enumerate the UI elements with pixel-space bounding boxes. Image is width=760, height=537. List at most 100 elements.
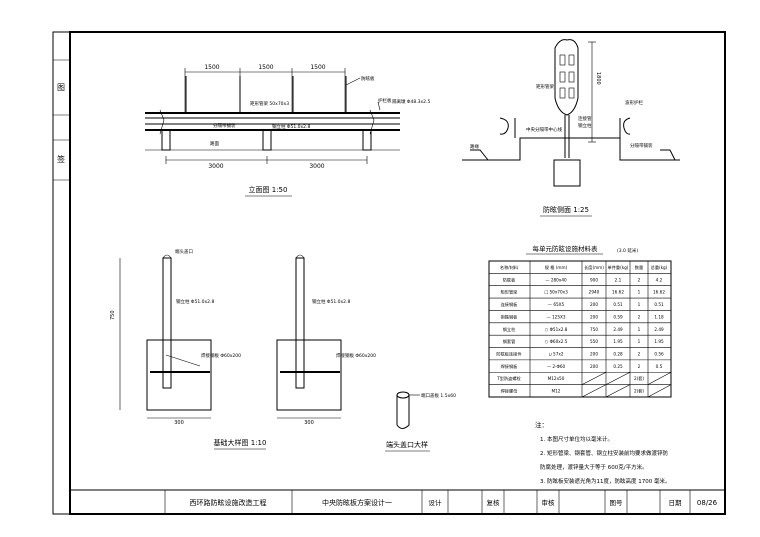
table-cell: M12x50 [548,376,565,381]
table-cell: — 125X3 [546,314,565,319]
table-cell: ⊔ 57x2 [548,352,563,357]
foundation-dim-vertical: 750 [110,310,116,320]
table-cell: 1 [638,302,641,307]
table-cell: 550 [590,339,598,344]
foundation-dim-bottom-left: 300 [174,420,184,426]
materials-table: 每单元防眩设施材料表 (3.0 延米) [488,244,672,398]
table-cell-diagonal [647,384,672,398]
table-cell: — 65X5 [548,302,565,307]
table-cell: 200 [590,352,598,357]
sidebar-label-top: 图 [57,83,65,92]
elev-callout-base: 分隔带铺装 [213,122,236,129]
note-3: 防腐处理，渡锌量大于等于 600克/平方米。 [540,463,648,471]
elev-dim-top-2: 1500 [258,64,273,71]
table-cell-diagonal [605,384,631,398]
table-cell: 1.18 [654,314,664,319]
table-cell: 16.62 [612,290,624,295]
foundation-callout-post-spec-2: 钢立柱 Φ51.0x2.8 [312,298,350,305]
table-cell: 200 [590,302,598,307]
table-cell: 钢立柱 [503,326,516,333]
elev-dim-top-1: 1500 [204,64,219,71]
table-cell: 防眩板连接件 [496,351,521,358]
section-callout-connector: 连接管 [578,115,592,122]
table-cell: 2.1 [615,277,622,282]
foundation-title: 基础大样图 1:10 [214,438,267,447]
section-callout-guard: 波形护栏 [625,99,643,106]
date-label: 日期 [669,499,683,507]
table-cell: 750 [590,327,598,332]
table-cell: 2 [638,352,641,357]
table-header-cell: 单件重(kg) [608,264,629,271]
table-cell: 1.95 [613,339,623,344]
table-cell: 1 [638,339,641,344]
table-cell: 2 [638,277,641,282]
section-callout-left-edge: 路缘 [470,143,479,150]
elev-dim-top-3: 1500 [310,64,325,71]
section-callout-paving: 分隔带铺装 [630,142,653,149]
foundation-callout-weld-2: 焊接钢板 Φ60x200 [336,352,376,359]
table-cell: ○ Φ60x2.5 [545,339,568,344]
table-cell: 连接钢板 [501,301,519,308]
elev-callout-rect-tube: 矩形管梁 50x70x3 [250,100,289,107]
table-cell: 200 [590,364,598,369]
table-cell: 4.2 [656,277,663,282]
foundation-callout-cap: 端头盖口 [175,248,193,255]
sheet-number: 08/26 [697,499,718,507]
design-label: 设计 [429,498,443,507]
elev-dim-bottom-2: 3000 [309,163,324,170]
table-cell: 2940 [589,290,600,295]
section-dim-vertical: 1800 [595,72,601,85]
table-cell: — 280x40 [545,277,567,282]
table-cell: 钢套管 [503,338,516,345]
note-4: 3. 防眩板安装遮光角为11度，防眩高度 1700 毫米。 [540,477,671,485]
title-block: 西环路防眩设施改造工程 中央防眩板方案设计一 设计 复核 审核 图号 日期 08… [70,489,725,514]
table-cell: □ 50x70x3 [544,290,568,295]
table-cell: 2(套) [634,388,644,395]
table-cell: 2 [638,314,641,319]
check-label: 复核 [487,498,501,507]
table-cell: 1 [638,327,641,332]
elevation-view: 1500 1500 1500 3000 3000 防眩板 矩形管梁 50x70x… [145,64,430,197]
notes-heading: 注： [535,420,548,429]
table-cell: 0.25 [613,364,623,369]
section-callout-rect-tube: 矩形管梁 [536,83,554,90]
table-cell: 矩形管梁 [501,289,519,296]
elev-callout-post: 钢立柱 Φ51.0x2.8 [272,123,310,130]
table-cell: 0.56 [654,352,664,357]
foundation-dim-bottom-right: 300 [304,420,314,426]
table-header-cell: 长度(mm) [584,264,604,271]
table-cell-diagonal [647,371,672,385]
materials-table-unit: (3.0 延米) [617,247,638,254]
section-view: 1800 矩形管梁 中央分隔带中心线 连接管 钢立柱 波形护栏 分隔带铺装 路缘… [462,39,680,217]
table-cell: 200 [590,314,598,319]
table-cell: 0.51 [613,302,623,307]
elev-callout-panel: 防眩板 [361,75,375,82]
sidebar-label-bottom: 签 [57,154,65,164]
section-callout-mid-post: 中央分隔带中心线 [526,126,562,133]
note-2: 2. 矩形管梁、钢套管、钢立柱安装前均要求做渡锌防 [540,449,668,457]
inner-frame [69,31,726,515]
table-cell: 0.5 [656,364,663,369]
table-cell: 2.49 [613,327,623,332]
table-cell: 0.51 [654,302,664,307]
elev-callout-ground: 路面 [210,140,219,147]
project-name: 西环路防眩设施改造工程 [190,498,267,507]
table-cell: 2 [638,364,641,369]
table-cell: 16.62 [653,290,665,295]
table-cell: — 2-Φ60 [547,364,566,369]
table-cell-diagonal [581,384,607,398]
elev-callout-rail-spec: 隔离墩 Φ48.3x2.5 [392,98,430,105]
note-1: 1. 本图尺寸单位均以毫米计。 [540,435,613,443]
table-cell: 900 [590,277,598,282]
table-cell: 抱箍钢板 [501,313,519,320]
table-cell: T型防盗螺栓 [496,375,521,382]
review-label: 审核 [542,498,556,507]
table-cell: 2(套) [634,375,644,382]
table-header-cell: 名称/材料 [500,264,519,271]
table-cell: 0.59 [613,314,623,319]
endcap-view: 端口盖板 1.5x60 端头盖口大样 [385,391,456,452]
table-header-cell: 规 格 (mm) [545,264,568,271]
section-callout-steel-post: 钢立柱 [578,122,592,129]
table-cell: 2.49 [654,327,664,332]
